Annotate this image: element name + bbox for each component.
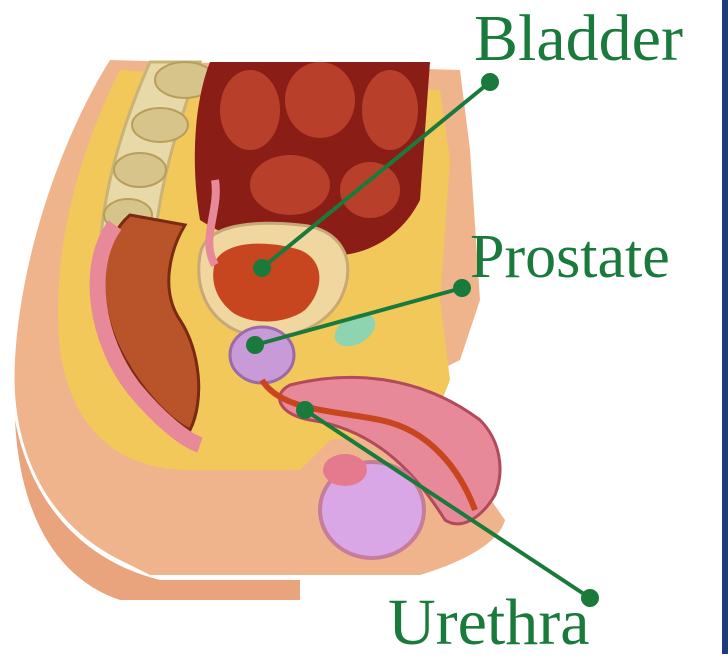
prostate-label: Prostate bbox=[470, 226, 670, 288]
prostate-leader-dot-start bbox=[248, 338, 262, 352]
right-border bbox=[722, 0, 728, 654]
bladder-leader-dot-end bbox=[483, 75, 497, 89]
urethra-leader-dot-start bbox=[298, 403, 312, 417]
bladder-label: Bladder bbox=[474, 6, 683, 72]
epididymis bbox=[323, 454, 367, 486]
urethra-label: Urethra bbox=[388, 590, 590, 656]
bladder-leader-dot-start bbox=[255, 261, 269, 275]
prostate-leader-dot-end bbox=[455, 281, 469, 295]
